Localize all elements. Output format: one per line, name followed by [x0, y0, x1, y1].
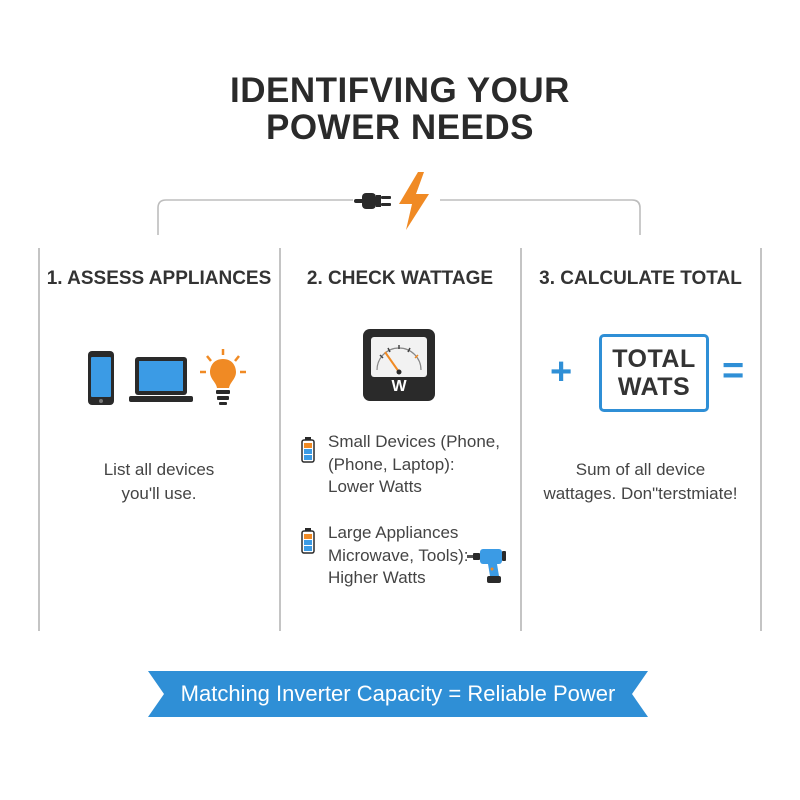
total-description: Sum of all device wattages. Don"terstmia… — [521, 458, 760, 506]
assess-description-line: List all devices — [103, 460, 215, 479]
plug-icon — [354, 193, 391, 209]
smartphone-icon — [88, 351, 114, 405]
column-divider — [520, 248, 522, 631]
page-title-line-1: IDENTIFVING YOUR — [230, 71, 570, 110]
watt-meter-icon — [363, 329, 435, 401]
battery-high-icon — [301, 528, 315, 554]
column-divider — [760, 248, 762, 631]
wattage-item-small: Small Devices (Phone, (Phone, Laptop): L… — [328, 431, 500, 499]
wattage-item-line: Large Appliances — [328, 523, 459, 542]
column-heading-total: 3. CALCULATE TOTAL — [539, 268, 742, 289]
page-title-line-2: POWER NEEDS — [265, 108, 535, 147]
total-description-line: Sum of all device — [575, 460, 706, 479]
header-bracket — [157, 199, 641, 235]
column-heading-wattage: 2. CHECK WATTAGE — [306, 268, 494, 289]
equals-sign: = — [722, 350, 745, 392]
column-divider — [38, 248, 40, 631]
wattage-item-large: Large Appliances Microwave, Tools): High… — [328, 522, 468, 590]
total-description-line: wattages. Don"terstmiate! — [543, 484, 738, 503]
plus-sign: + — [550, 351, 573, 393]
bottom-banner-ribbon — [148, 671, 648, 717]
lightning-icon — [399, 172, 429, 230]
total-watts-box: TOTAL WATS — [599, 334, 709, 412]
watt-meter-label: W — [391, 378, 407, 395]
wattage-item-line: (Phone, Laptop): — [328, 454, 455, 474]
power-drill-icon — [467, 549, 506, 583]
total-box-line: TOTAL — [612, 345, 696, 373]
wattage-item-line: Small Devices (Phone, — [328, 432, 500, 451]
assess-description-line: you'll use. — [121, 484, 197, 503]
laptop-icon — [129, 357, 193, 402]
lightbulb-icon — [200, 349, 246, 405]
wattage-item-line: Lower Watts — [328, 477, 422, 496]
bottom-banner-text: Matching Inverter Capacity = Reliable Po… — [180, 681, 616, 706]
column-heading-assess: 1. ASSESS APPLIANCES — [46, 268, 272, 289]
column-divider — [279, 248, 281, 631]
wattage-item-line: Microwave, Tools): — [328, 545, 469, 565]
assess-description: List all devices you'll use. — [39, 458, 279, 506]
battery-low-icon — [301, 437, 315, 463]
total-box-line: WATS — [617, 373, 691, 401]
wattage-item-line: Higher Watts — [328, 568, 426, 587]
